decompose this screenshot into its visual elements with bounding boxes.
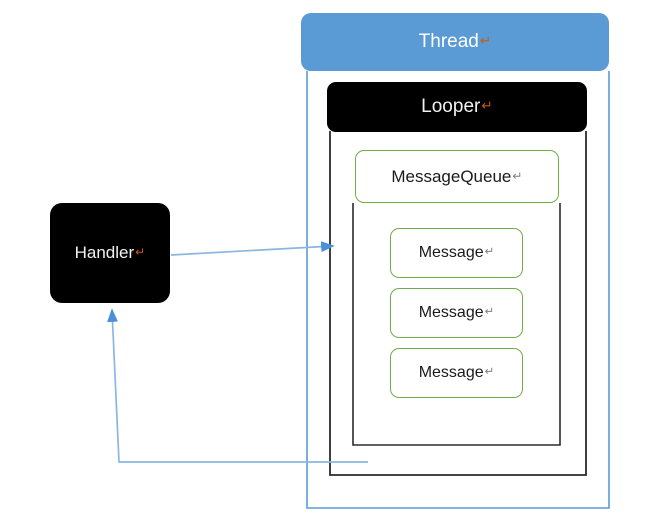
- return-mark-icon: ↵: [481, 98, 493, 113]
- message-queue-label: MessageQueue↵: [391, 166, 523, 186]
- message-node[interactable]: Message↵: [390, 288, 523, 338]
- looper-label: Looper↵: [421, 96, 493, 117]
- queue-to-handler-arrow: [107, 308, 368, 463]
- return-mark-icon: ↵: [135, 245, 146, 259]
- return-mark-icon: ↵: [484, 366, 495, 378]
- return-mark-icon: ↵: [484, 306, 495, 318]
- message-queue-node[interactable]: MessageQueue↵: [355, 150, 559, 203]
- looper-container-outline: [329, 131, 587, 476]
- message-label: Message↵: [418, 304, 495, 321]
- message-label: Message↵: [418, 244, 495, 261]
- message-node[interactable]: Message↵: [390, 228, 523, 278]
- return-mark-icon: ↵: [479, 33, 492, 48]
- message-node[interactable]: Message↵: [390, 348, 523, 398]
- thread-node[interactable]: Thread↵: [301, 13, 609, 71]
- looper-node[interactable]: Looper↵: [327, 82, 587, 132]
- message-queue-container-outline: [352, 203, 561, 446]
- handler-node[interactable]: Handler↵: [50, 203, 170, 303]
- handler-to-queue-arrow: [170, 241, 335, 256]
- handler-label: Handler↵: [74, 243, 146, 262]
- thread-label: Thread↵: [418, 31, 492, 52]
- message-label: Message↵: [418, 364, 495, 381]
- return-mark-icon: ↵: [484, 246, 495, 258]
- thread-container-outline: [306, 71, 610, 509]
- return-mark-icon: ↵: [512, 168, 523, 183]
